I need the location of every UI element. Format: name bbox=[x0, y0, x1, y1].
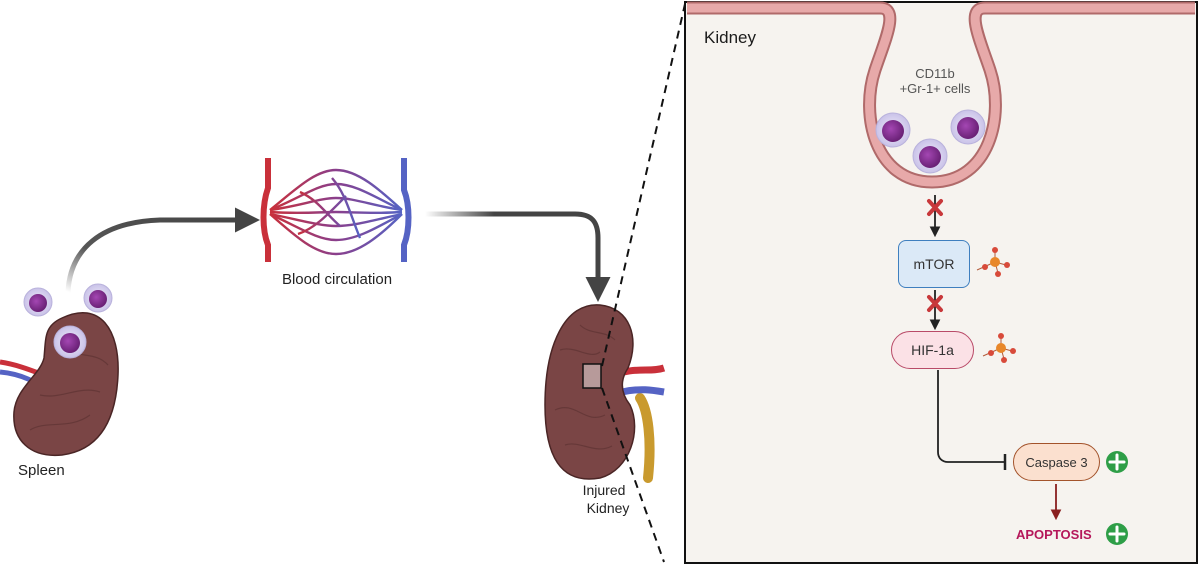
vein-vessel bbox=[401, 158, 412, 262]
red-x-icon bbox=[927, 295, 943, 312]
hif-node: HIF-1a bbox=[891, 331, 974, 369]
inhibition-hif-to-caspase bbox=[937, 370, 1005, 463]
caspase-node: Caspase 3 bbox=[1013, 443, 1100, 481]
cd11b-cell bbox=[875, 112, 911, 148]
spleen-label: Spleen bbox=[18, 462, 65, 479]
spleen-illustration bbox=[0, 312, 119, 457]
mtor-label: mTOR bbox=[913, 256, 955, 272]
phosphate-icon bbox=[982, 333, 1016, 363]
artery-vessel bbox=[260, 158, 271, 262]
cd11b-cell bbox=[950, 109, 986, 145]
cells-label-line2: +Gr-1+ cells bbox=[899, 81, 971, 96]
cells-label-line1: CD11b bbox=[915, 66, 955, 81]
renal-artery bbox=[623, 364, 666, 376]
renal-vein bbox=[621, 386, 665, 396]
apoptosis-label: APOPTOSIS bbox=[1016, 527, 1092, 542]
arrow-spleen-to-circulation bbox=[65, 207, 260, 295]
red-x-icon bbox=[927, 199, 943, 216]
zoom-region-box bbox=[582, 363, 602, 389]
panel-title: Kidney bbox=[704, 28, 756, 47]
zoom-line-bottom bbox=[601, 387, 665, 563]
capillary-network-illustration bbox=[260, 158, 412, 262]
caspase-label: Caspase 3 bbox=[1025, 454, 1088, 470]
ureter bbox=[635, 393, 655, 483]
circulating-cell bbox=[83, 283, 113, 313]
arrow-circulation-to-kidney bbox=[425, 211, 611, 302]
blood-vessel-wall bbox=[687, 1, 1195, 189]
spleen-organ bbox=[13, 312, 119, 457]
injured-kidney-label-line1: Injured bbox=[583, 482, 626, 498]
circulating-cell bbox=[23, 287, 53, 317]
zoom-line-top bbox=[601, 3, 686, 367]
injured-kidney-label-line2: Kidney bbox=[587, 500, 630, 516]
blood-circulation-label: Blood circulation bbox=[282, 271, 392, 288]
green-plus-icon bbox=[1106, 523, 1128, 545]
hif-label: HIF-1a bbox=[911, 342, 954, 358]
green-plus-icon bbox=[1106, 451, 1128, 473]
phosphate-icon bbox=[976, 247, 1010, 277]
spleen-cell bbox=[53, 325, 87, 359]
injured-kidney-illustration bbox=[544, 304, 666, 483]
cd11b-cell bbox=[912, 138, 948, 174]
mtor-node: mTOR bbox=[898, 240, 970, 288]
